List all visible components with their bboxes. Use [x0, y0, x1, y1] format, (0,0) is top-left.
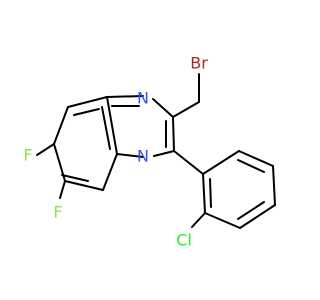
bond-cl	[191, 212, 206, 228]
atom-label-f-upper: F	[23, 146, 32, 165]
bond-benzo-inner-3	[101, 106, 111, 150]
molecule-canvas: N N Br F F Cl	[23, 53, 276, 250]
bond-aryl-4	[239, 204, 276, 229]
bond-pyrazine-4	[153, 150, 175, 157]
atom-label-n-top: N	[137, 89, 149, 108]
bond-pyrazine-2	[152, 98, 174, 118]
molecule-structure: N N Br F F Cl	[23, 54, 276, 250]
bond-benzo-2	[53, 106, 69, 145]
bond-aryl-1	[202, 150, 240, 175]
bond-f-lower	[59, 180, 66, 199]
atom-label-br: Br	[190, 54, 208, 73]
bond-benzo-5	[102, 153, 118, 191]
atom-label-n-bottom: N	[137, 147, 149, 166]
bond-benzo-6	[106, 96, 118, 155]
bond-aryl-inner-2	[237, 201, 265, 220]
bond-pyrazine-1	[106, 95, 144, 98]
bond-aryl-2	[238, 150, 274, 167]
bond-benzo-1	[67, 96, 108, 108]
bond-pyrazine-5	[116, 153, 144, 158]
bond-aryl-5	[204, 212, 241, 229]
bond-aryl-inner-3	[209, 178, 212, 208]
bond-benzo-inner-2	[61, 174, 89, 182]
bond-benzo-inner-1	[73, 108, 100, 116]
bond-aryl-3	[272, 165, 276, 206]
bond-aryl-6	[202, 173, 206, 214]
bond-benzo-4	[64, 180, 104, 191]
bond-f-upper	[36, 143, 55, 156]
bond-aryl-link	[173, 150, 204, 175]
bond-pyrazine-3	[172, 116, 175, 152]
bond-aryl-inner-1	[237, 159, 265, 173]
bond-ch2-1	[172, 101, 200, 118]
atom-label-f-lower: F	[53, 203, 62, 222]
atom-label-cl: Cl	[176, 231, 192, 250]
